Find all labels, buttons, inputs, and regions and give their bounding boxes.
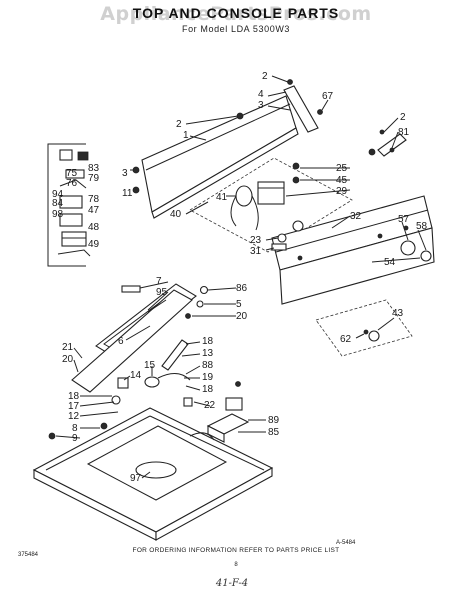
callout-20: 20 xyxy=(62,354,74,365)
callout-labels: 2 4 3 67 2 1 2 81 25 45 29 83 75 79 76 9… xyxy=(52,71,428,484)
callout-62: 62 xyxy=(340,334,352,345)
control-knob xyxy=(400,240,432,262)
callout-3: 3 xyxy=(122,168,128,179)
callout-6: 6 xyxy=(118,336,124,347)
callout-85: 85 xyxy=(268,427,280,438)
part-81 xyxy=(377,129,407,157)
callout-11: 11 xyxy=(122,188,133,199)
console-front-rail xyxy=(271,195,435,305)
callout-18: 18 xyxy=(202,384,214,395)
callout-67: 67 xyxy=(322,91,334,102)
callout-7: 7 xyxy=(156,276,162,287)
callout-45: 45 xyxy=(336,175,348,186)
callout-54: 54 xyxy=(384,257,396,268)
lid-frame xyxy=(71,283,197,393)
callout-81: 81 xyxy=(398,127,410,138)
page-mark: 8 xyxy=(234,562,238,568)
callout-94: 94 xyxy=(52,189,64,200)
page-code: 375484 xyxy=(18,552,39,558)
callout-19: 19 xyxy=(202,372,214,383)
callout-9: 9 xyxy=(72,433,78,444)
timer-assembly xyxy=(189,157,353,253)
callout-18: 18 xyxy=(68,391,80,402)
switch-parts-inset xyxy=(47,143,91,267)
callout-88: 88 xyxy=(202,360,214,371)
parts-85-89 xyxy=(206,381,250,443)
callout-76: 76 xyxy=(66,178,78,189)
callout-98: 98 xyxy=(52,209,64,220)
callout-97: 97 xyxy=(130,473,142,484)
callout-29: 29 xyxy=(336,186,348,197)
callout-49: 49 xyxy=(88,239,100,250)
callout-31: 31 xyxy=(250,246,262,257)
ordering-note: FOR ORDERING INFORMATION REFER TO PARTS … xyxy=(133,547,340,554)
figure-code: A-5484 xyxy=(336,540,356,546)
hinge-fasteners xyxy=(185,285,209,319)
callout-22: 22 xyxy=(204,400,216,411)
callout-78: 78 xyxy=(88,194,100,205)
callout-84: 84 xyxy=(52,198,64,209)
callout-58: 58 xyxy=(416,221,428,232)
callout-95: 95 xyxy=(156,287,168,298)
console-back-panel xyxy=(141,95,299,219)
callout-57: 57 xyxy=(398,214,410,225)
screw-icons xyxy=(132,112,376,194)
callout-8: 8 xyxy=(72,423,78,434)
callout-89: 89 xyxy=(268,415,280,426)
callout-48: 48 xyxy=(88,222,100,233)
callout-2: 2 xyxy=(262,71,268,82)
callout-2: 2 xyxy=(176,119,182,130)
callout-17: 17 xyxy=(68,401,80,412)
callout-43: 43 xyxy=(392,308,404,319)
watermark: AppliancePartsPros.com xyxy=(100,3,372,25)
callout-75: 75 xyxy=(66,168,78,179)
callout-5: 5 xyxy=(236,299,242,310)
callout-18: 18 xyxy=(202,336,214,347)
latch-parts xyxy=(48,339,191,440)
callout-14: 14 xyxy=(130,370,142,381)
parts-23-31 xyxy=(271,220,304,251)
part-22 xyxy=(183,397,215,441)
handwritten-note: 41-F-4 xyxy=(215,578,248,589)
callout-4: 4 xyxy=(258,89,264,100)
callout-86: 86 xyxy=(236,283,248,294)
callout-47: 47 xyxy=(88,205,100,216)
callout-12: 12 xyxy=(68,411,80,422)
callout-79: 79 xyxy=(88,173,100,184)
callout-15: 15 xyxy=(144,360,156,371)
callout-83: 83 xyxy=(88,163,100,174)
callout-40: 40 xyxy=(170,209,182,220)
callout-3: 3 xyxy=(258,100,264,111)
diagram-subtitle: For Model LDA 5300W3 xyxy=(181,24,291,34)
callout-32: 32 xyxy=(350,211,362,222)
callout-23: 23 xyxy=(250,235,262,246)
callout-20: 20 xyxy=(236,311,248,322)
washer-top xyxy=(32,407,274,541)
leader-lines xyxy=(55,75,427,479)
callout-25: 25 xyxy=(336,163,348,174)
callout-41: 41 xyxy=(216,192,228,203)
callout-1: 1 xyxy=(183,130,189,141)
callout-13: 13 xyxy=(202,348,214,359)
part-62-assembly xyxy=(315,299,413,357)
callout-21: 21 xyxy=(62,342,74,353)
diagram-title: TOP AND CONSOLE PARTS xyxy=(132,5,340,21)
callout-2: 2 xyxy=(400,112,406,123)
